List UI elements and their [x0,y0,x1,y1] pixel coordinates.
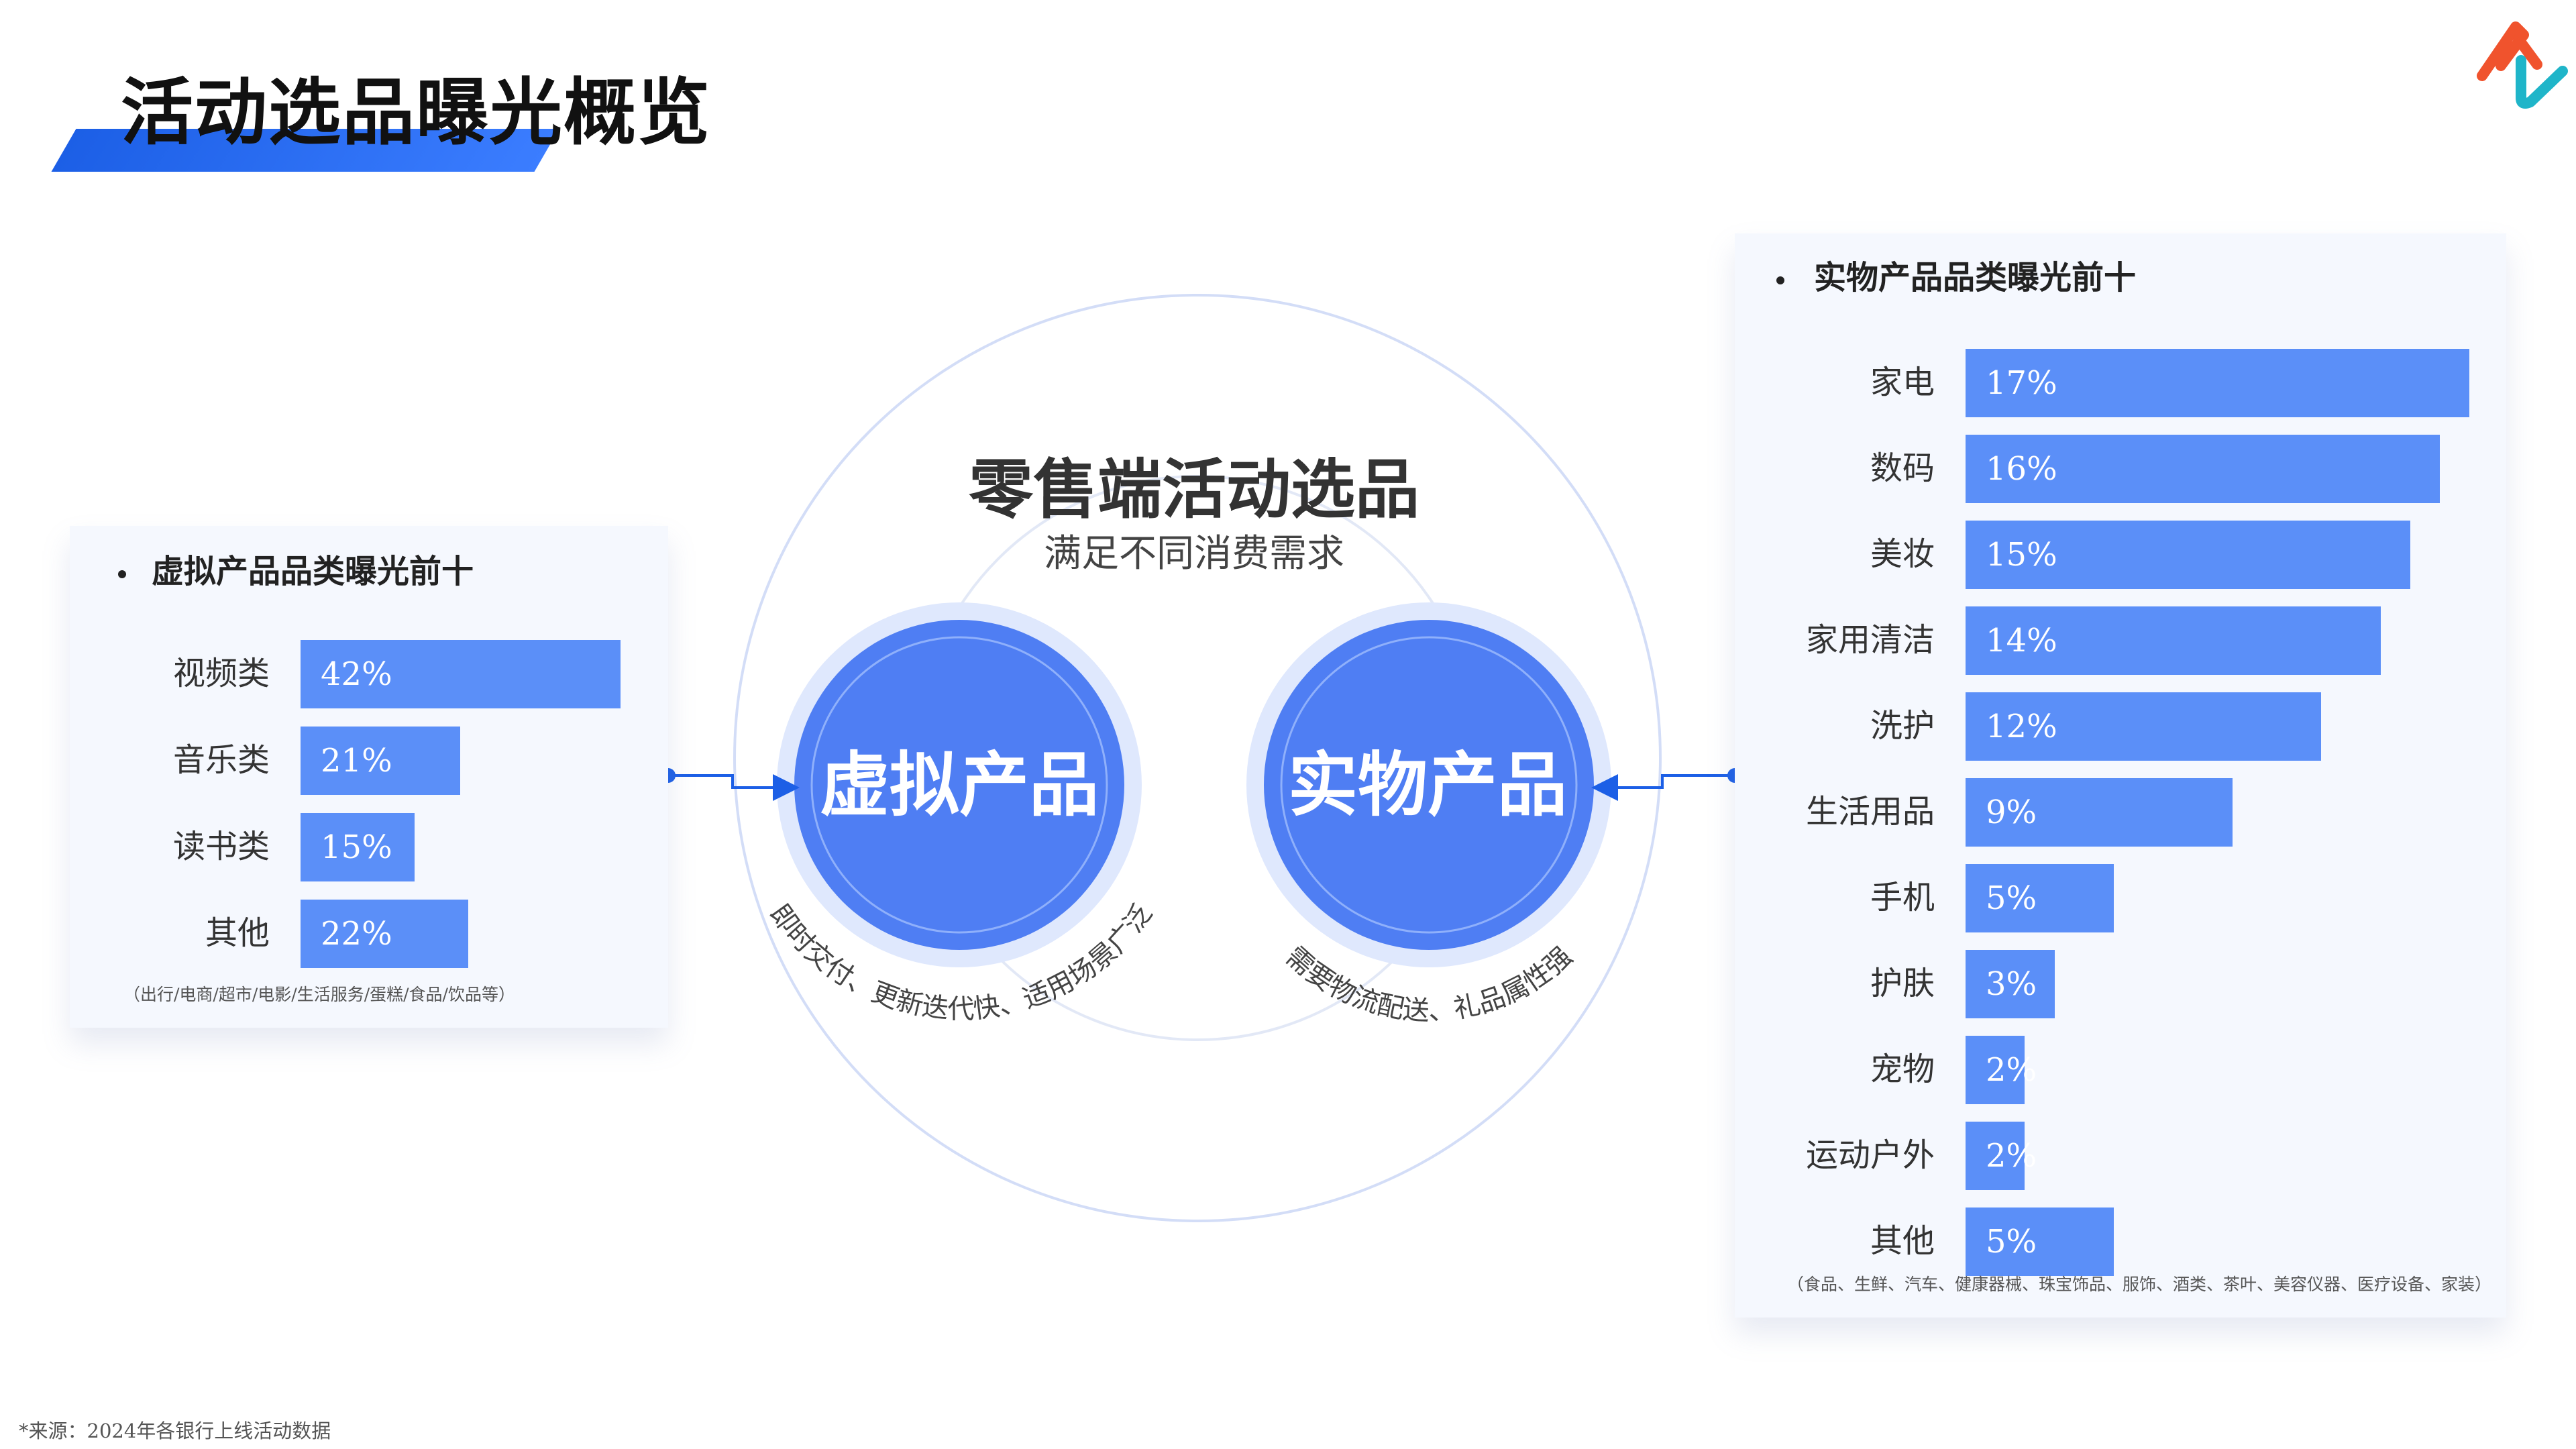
bar: 9% [1966,778,2233,847]
bar: 5% [1966,1208,2114,1276]
bar: 5% [1966,864,2114,932]
bar-value-label: 15% [321,828,392,866]
category-label: 音乐类 [172,741,270,779]
category-label: 家电 [1870,364,1935,401]
bar: 2% [1966,1122,2037,1190]
center-subtitle: 满足不同消费需求 [1044,532,1344,576]
bullet-icon [118,570,126,578]
bar: 16% [1966,435,2440,503]
bar-value-label: 42% [321,655,392,693]
bar-value-label: 14% [1986,622,2057,659]
category-label: 手机 [1870,879,1935,916]
right-connector-arrow [1591,774,1735,801]
category-label: 其他 [205,914,270,952]
bar: 22% [301,900,468,968]
bar: 15% [1966,521,2410,589]
bar-value-label: 22% [321,915,392,953]
category-label: 生活用品 [1805,793,1935,830]
bar: 12% [1966,692,2322,761]
bar-value-label: 9% [1986,794,2037,831]
physical-chart-bars: 家电 17% 数码 16% 美妆 15% 家用清洁 14% 洗护 12% 生活用品 9% 手机 5% 护肤 3… [1735,233,2506,1318]
bar-value-label: 5% [1986,1223,2037,1260]
page-title: 活动选品曝光概览 [121,70,712,155]
bar: 3% [1966,950,2055,1018]
bar-value-label: 16% [1986,450,2057,488]
category-label: 视频类 [172,655,270,692]
category-label: 运动户外 [1805,1136,1935,1174]
left-connector-arrow [668,774,800,801]
virtual-products-panel: 虚拟产品品类曝光前十 视频类 42% 音乐类 21% 读书类 15% 其他 22% （出行/电… [70,526,668,1028]
bar-value-label: 3% [1986,965,2037,1003]
bar: 14% [1966,606,2381,675]
virtual-circle-inner-line [810,636,1108,934]
category-label: 护肤 [1870,965,1935,1002]
virtual-circle [794,620,1124,950]
bar-value-label: 21% [321,742,392,780]
physical-chart-note: （食品、生鲜、汽车、健康器械、珠宝饰品、服饰、酒类、茶叶、美容仪器、医疗设备、家… [1787,1275,2492,1294]
bar-value-label: 15% [1986,536,2057,574]
category-label: 读书类 [172,828,270,865]
bar: 2% [1966,1036,2037,1104]
bar-value-label: 12% [1986,708,2057,745]
outer-ring [733,294,1662,1222]
virtual-chart-note: （出行/电商/超市/电影/生活服务/蛋糕/食品/饮品等） [123,985,515,1004]
virtual-product-label: 虚拟产品 [819,743,1099,826]
bar-value-label: 5% [1986,879,2037,917]
center-title: 零售端活动选品 [969,451,1419,527]
physical-products-panel: 实物产品品类曝光前十 家电 17% 数码 16% 美妆 15% 家用清洁 14% 洗护 12% 生活… [1735,233,2506,1318]
bullet-icon [1776,276,1784,284]
category-label: 家用清洁 [1805,621,1935,659]
bar: 15% [301,813,415,881]
bar: 21% [301,727,461,795]
source-note: *来源：2024年各银行上线活动数据 [19,1419,331,1442]
physical-product-label: 实物产品 [1287,743,1567,826]
bar-value-label: 2% [1986,1137,2037,1175]
category-label: 宠物 [1870,1051,1935,1088]
bar-value-label: 17% [1986,364,2057,402]
physical-circle-inner-line [1280,636,1578,934]
physical-chart-title: 实物产品品类曝光前十 [1814,259,2137,297]
brand-logo-icon [2477,21,2568,109]
virtual-chart-title: 虚拟产品品类曝光前十 [152,553,474,590]
physical-circle [1264,620,1594,950]
category-label: 数码 [1870,449,1935,487]
bar: 42% [301,640,621,708]
category-label: 美妆 [1870,535,1935,573]
virtual-chart-bars: 视频类 42% 音乐类 21% 读书类 15% 其他 22% [70,526,668,1028]
bar: 17% [1966,349,2470,417]
category-label: 洗护 [1870,707,1935,745]
category-label: 其他 [1870,1222,1935,1260]
bar-value-label: 2% [1986,1051,2037,1089]
